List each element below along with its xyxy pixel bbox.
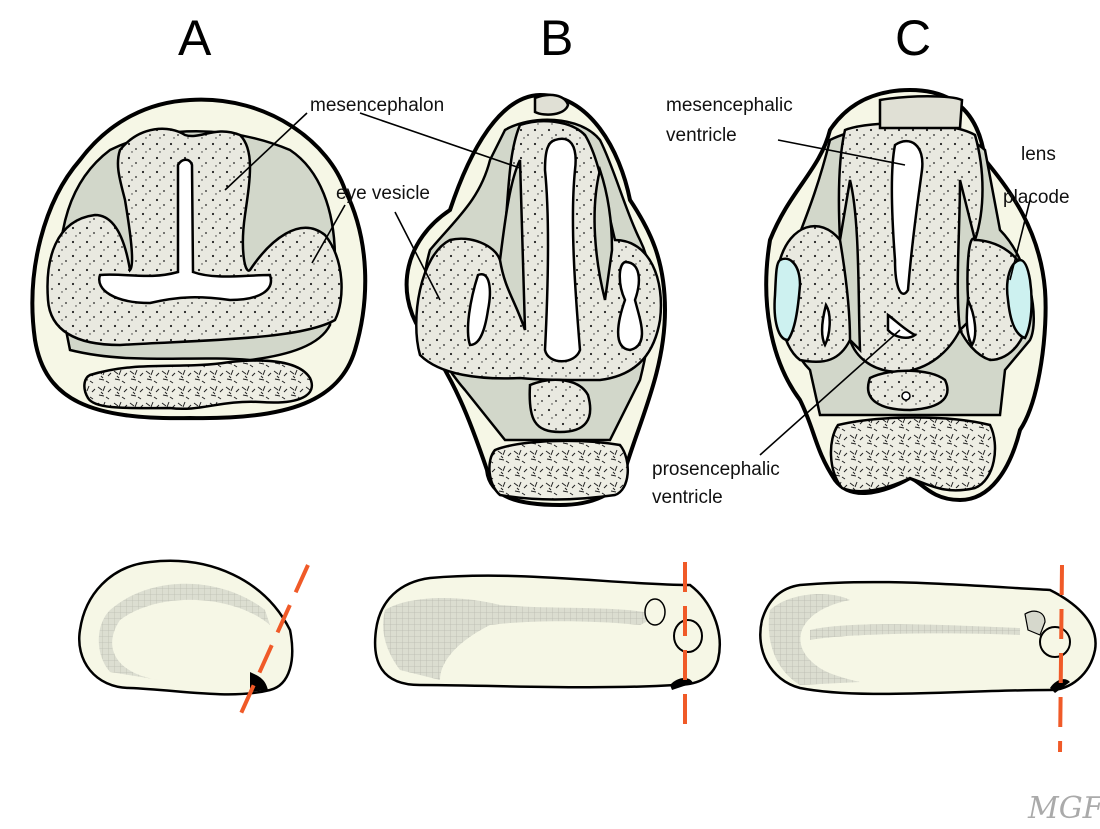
leader-lines [224, 112, 1031, 456]
embryo-lateral-a [77, 559, 310, 721]
section-a [30, 97, 368, 421]
artist-signature: MGF [1027, 791, 1100, 826]
panel-letter-b: B [540, 10, 573, 66]
embryo-lateral-c [759, 564, 1097, 753]
label-mesencephalic-ventricle-line2: ventricle [666, 125, 737, 146]
section-c [764, 87, 1048, 503]
label-lens-placode-line1: lens [1021, 144, 1056, 165]
panel-letter-a: A [178, 10, 212, 66]
label-eye-vesicle: eye vesicle [336, 183, 430, 204]
embryo-lateral-b [373, 562, 721, 730]
label-mesencephalic-ventricle-line1: mesencephalic [666, 95, 793, 116]
label-prosencephalic-ventricle-line1: prosencephalic [652, 459, 780, 480]
panel-letter-c: C [895, 10, 931, 66]
label-mesencephalon: mesencephalon [310, 95, 444, 116]
label-lens-placode-line2: placode [1003, 187, 1070, 208]
label-prosencephalic-ventricle-line2: ventricle [652, 487, 723, 508]
section-b [404, 92, 668, 508]
